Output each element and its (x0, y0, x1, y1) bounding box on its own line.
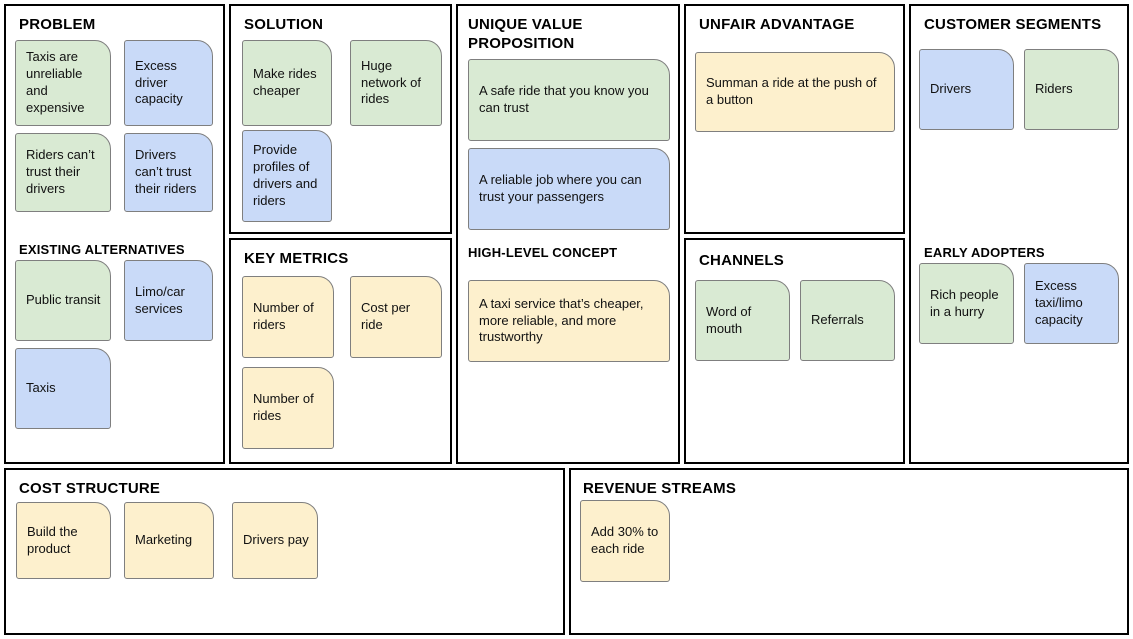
section-revenue-streams: REVENUE STREAMS Add 30% to each ride (569, 468, 1129, 635)
existing-alternatives-title: EXISTING ALTERNATIVES (19, 242, 185, 257)
note-marketing[interactable]: Marketing (124, 502, 214, 579)
note-referrals[interactable]: Referrals (800, 280, 895, 361)
section-problem: PROBLEM Taxis are unreliable and expensi… (4, 4, 225, 464)
customer-segments-title: CUSTOMER SEGMENTS (924, 16, 1102, 33)
section-key-metrics: KEY METRICS Number of riders Cost per ri… (229, 238, 452, 464)
revenue-streams-title: REVENUE STREAMS (583, 480, 737, 497)
note-public-transit[interactable]: Public transit (15, 260, 111, 341)
solution-title: SOLUTION (244, 16, 324, 33)
note-riders[interactable]: Riders (1024, 49, 1119, 130)
cost-structure-title: COST STRUCTURE (19, 480, 161, 497)
note-add-30-percent[interactable]: Add 30% to each ride (580, 500, 670, 582)
problem-title: PROBLEM (19, 16, 96, 33)
section-customer-segments: CUSTOMER SEGMENTS Drivers Riders EARLY A… (909, 4, 1129, 464)
channels-title: CHANNELS (699, 252, 784, 269)
section-unique-value-proposition: UNIQUE VALUE PROPOSITION A safe ride tha… (456, 4, 680, 464)
note-drivers[interactable]: Drivers (919, 49, 1014, 130)
note-number-of-rides[interactable]: Number of rides (242, 367, 334, 449)
note-excess-driver-capacity[interactable]: Excess driver capacity (124, 40, 213, 126)
note-cost-per-ride[interactable]: Cost per ride (350, 276, 442, 358)
note-rich-people-hurry[interactable]: Rich people in a hurry (919, 263, 1014, 344)
note-riders-cant-trust[interactable]: Riders can’t trust their drivers (15, 133, 111, 212)
note-huge-network[interactable]: Huge network of rides (350, 40, 442, 126)
note-taxis-unreliable[interactable]: Taxis are unreliable and expensive (15, 40, 111, 126)
note-make-rides-cheaper[interactable]: Make rides cheaper (242, 40, 332, 126)
section-solution: SOLUTION Make rides cheaper Huge network… (229, 4, 452, 234)
note-drivers-cant-trust[interactable]: Drivers can’t trust their riders (124, 133, 213, 212)
note-reliable-job[interactable]: A reliable job where you can trust your … (468, 148, 670, 230)
note-excess-taxi-capacity[interactable]: Excess taxi/limo capacity (1024, 263, 1119, 344)
note-number-of-riders[interactable]: Number of riders (242, 276, 334, 358)
key-metrics-title: KEY METRICS (244, 250, 349, 267)
uvp-title: UNIQUE VALUE PROPOSITION (468, 16, 583, 52)
note-provide-profiles[interactable]: Provide profiles of drivers and riders (242, 130, 332, 222)
note-limo-car-services[interactable]: Limo/car services (124, 260, 213, 341)
note-word-of-mouth[interactable]: Word of mouth (695, 280, 790, 361)
unfair-advantage-title: UNFAIR ADVANTAGE (699, 16, 855, 33)
section-cost-structure: COST STRUCTURE Build the product Marketi… (4, 468, 565, 635)
note-safe-ride[interactable]: A safe ride that you know you can trust (468, 59, 670, 141)
note-taxis[interactable]: Taxis (15, 348, 111, 429)
high-level-concept-title: HIGH-LEVEL CONCEPT (468, 245, 618, 260)
section-unfair-advantage: UNFAIR ADVANTAGE Summan a ride at the pu… (684, 4, 905, 234)
section-channels: CHANNELS Word of mouth Referrals (684, 238, 905, 464)
note-build-product[interactable]: Build the product (16, 502, 111, 579)
note-drivers-pay[interactable]: Drivers pay (232, 502, 318, 579)
early-adopters-title: EARLY ADOPTERS (924, 245, 1045, 260)
note-summon-ride[interactable]: Summan a ride at the push of a button (695, 52, 895, 132)
note-taxi-service-concept[interactable]: A taxi service that’s cheaper, more reli… (468, 280, 670, 362)
